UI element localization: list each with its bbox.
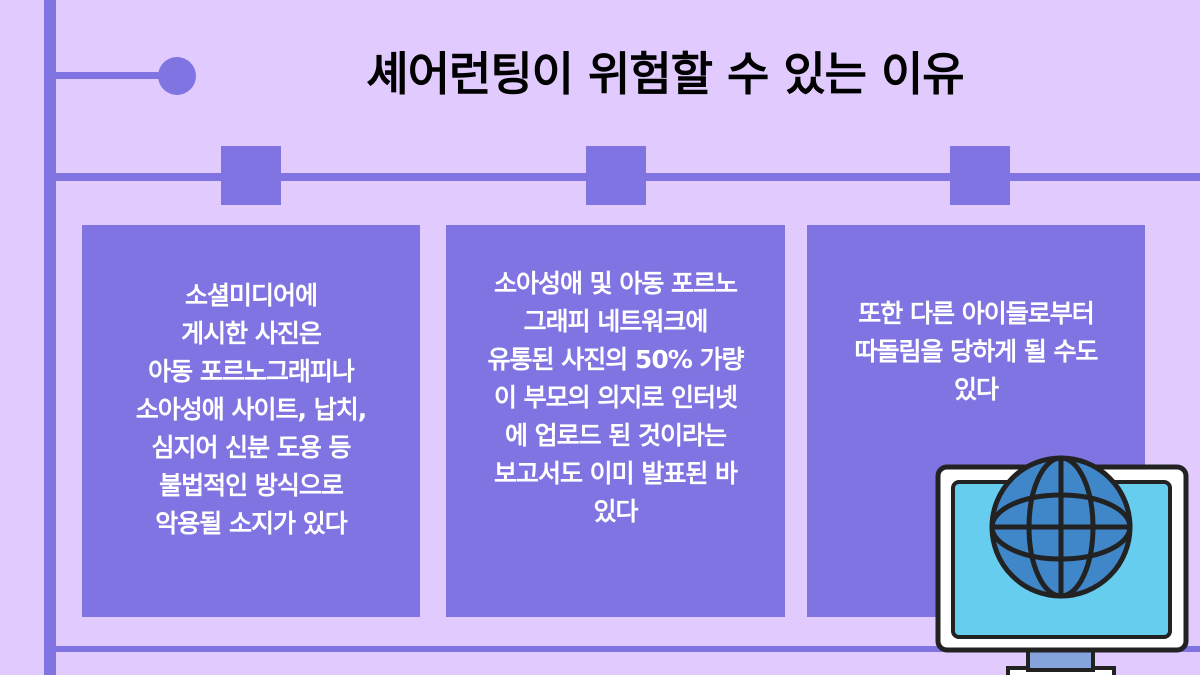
card-1-line: 게시한 사진은 xyxy=(181,319,322,348)
card-3-line: 있다 xyxy=(953,375,999,404)
card-2-line: 있다 xyxy=(593,497,638,526)
card-2-line: 그래피 네트워크에 xyxy=(523,307,709,336)
card-2-line: 유통된 사진의 50% 가량 xyxy=(487,345,745,374)
card-2-marker xyxy=(586,146,646,205)
card-2-line: 보고서도 이미 발표된 바 xyxy=(493,459,738,488)
card-3-line: 또한 다른 아이들로부터 xyxy=(858,299,1094,328)
bottom-line xyxy=(56,646,1200,652)
card-1-line: 소아성애 사이트, 납치, xyxy=(135,395,367,424)
title-dot xyxy=(158,57,196,95)
computer-globe-icon xyxy=(935,455,1189,675)
card-1-line: 악용될 소지가 있다 xyxy=(155,509,347,538)
card-1-line: 불법적인 방식으로 xyxy=(159,471,344,500)
card-3-line: 따돌림을 당하게 될 수도 xyxy=(854,337,1098,366)
page-title: 셰어런팅이 위험할 수 있는 이유 xyxy=(366,47,964,101)
card-2-line: 에 업로드 된 것이라는 xyxy=(504,421,727,450)
card-2-line: 소아성애 및 아동 포르노 xyxy=(493,269,738,298)
card-1-line: 심지어 신분 도용 등 xyxy=(151,433,351,462)
reason-card-2: 소아성애 및 아동 포르노 그래피 네트워크에 유통된 사진의 50% 가량 이… xyxy=(446,225,785,617)
title-connector-line xyxy=(56,72,166,79)
card-2-line: 이 부모의 의지로 인터넷 xyxy=(493,383,738,412)
card-1-line: 아동 포르노그래피나 xyxy=(148,357,355,386)
card-3-marker xyxy=(950,146,1010,205)
timeline-vertical-line xyxy=(44,0,56,675)
reason-card-1: 소셜미디어에 게시한 사진은 아동 포르노그래피나 소아성애 사이트, 납치, … xyxy=(82,225,420,617)
card-1-line: 소셜미디어에 xyxy=(184,281,318,310)
card-1-marker xyxy=(221,146,281,205)
